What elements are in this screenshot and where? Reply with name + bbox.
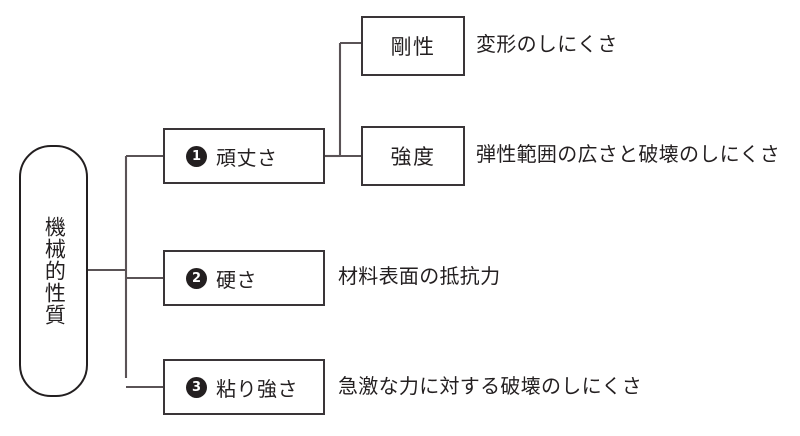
node-toughness-label: 頑丈さ	[216, 145, 278, 170]
bullet-number-1: 1	[186, 145, 207, 167]
description-rigidity: 変形のしにくさ	[476, 32, 618, 56]
node-hardness-label: 硬さ	[216, 267, 257, 292]
node-strength-label: 強度	[390, 145, 436, 169]
root-node-mechanical-properties: 機械的性質	[19, 145, 88, 397]
node-toughness: 1 頑丈さ	[163, 128, 325, 184]
node-rigidity: 剛性	[361, 16, 465, 76]
description-strength: 弾性範囲の広さと破壊のしにくさ	[476, 142, 781, 166]
node-tenacity: 3 粘り強さ	[163, 359, 325, 415]
node-tenacity-label: 粘り強さ	[216, 376, 298, 401]
root-node-label: 機械的性質	[42, 216, 67, 326]
description-hardness: 材料表面の抵抗力	[338, 264, 501, 288]
node-rigidity-label: 剛性	[390, 35, 436, 59]
bullet-number-2: 2	[186, 267, 207, 289]
description-tenacity: 急激な力に対する破壊のしにくさ	[338, 374, 643, 398]
node-hardness: 2 硬さ	[163, 250, 325, 306]
bullet-number-3: 3	[186, 376, 207, 398]
node-strength: 強度	[361, 126, 465, 186]
